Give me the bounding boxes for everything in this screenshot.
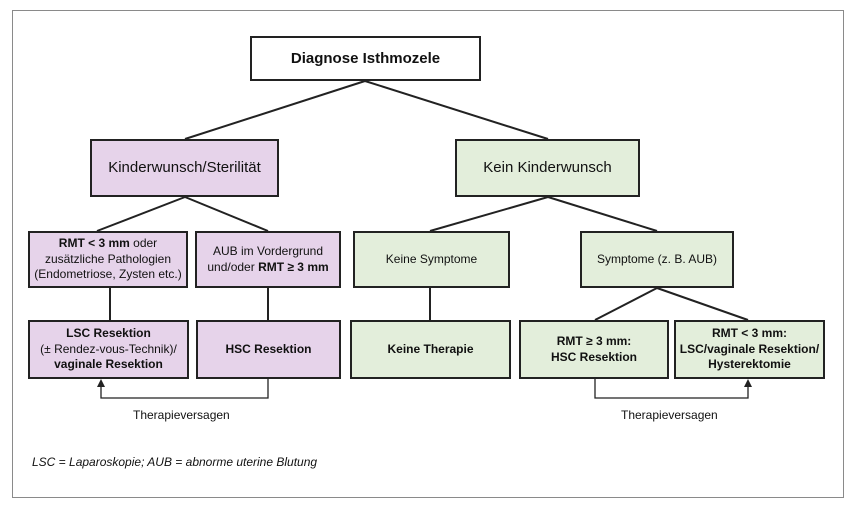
edge-right-cond2-treat2 — [594, 287, 658, 321]
left-cond1-rest3: (Endometriose, Zysten etc.) — [34, 267, 182, 282]
failure-bracket-left — [100, 379, 269, 399]
left-treat1-line1: LSC Resektion — [66, 326, 151, 341]
edge-left-cond1 — [96, 196, 186, 232]
legend-text: LSC = Laparoskopie; AUB = abnorme uterin… — [32, 455, 318, 469]
right-treat3-line2: LSC/vaginale Resektion/ — [679, 341, 820, 356]
right-treat3-line1: RMT < 3 mm: — [711, 326, 787, 341]
root-label: Diagnose Isthmozele — [290, 49, 441, 67]
left-cond2-line2-pre: und/oder — [207, 259, 259, 274]
arrowhead-left — [97, 379, 105, 387]
right-treat2-line2: HSC Resektion — [550, 349, 638, 364]
figure-frame — [12, 10, 844, 498]
left-condition-1: RMT < 3 mm oder zusätzliche Pathologien … — [28, 231, 188, 288]
right-branch-node: Kein Kinderwunsch — [455, 139, 640, 197]
failure-bracket-right — [594, 379, 749, 399]
left-cond2-line2-bold: RMT ≥ 3 mm — [258, 259, 329, 274]
failure-label-left: Therapieversagen — [133, 408, 230, 422]
edge-right-cond2 — [547, 196, 658, 232]
right-branch-label: Kein Kinderwunsch — [483, 159, 612, 177]
edge-root-left — [184, 80, 366, 140]
right-treatment-1: Keine Therapie — [350, 320, 511, 379]
left-treatment-2: HSC Resektion — [196, 320, 341, 379]
edge-root-right — [364, 80, 549, 140]
left-treat1-line3: vaginale Resektion — [54, 357, 163, 372]
left-cond1-rest1: oder — [129, 236, 158, 251]
left-cond1-rest2: zusätzliche Pathologien — [44, 251, 172, 266]
left-treat1-line2: (± Rendez-vous-Technik)/ — [40, 341, 177, 356]
edge-left-cond2 — [184, 196, 269, 232]
right-treatment-2: RMT ≥ 3 mm: HSC Resektion — [519, 320, 669, 379]
right-cond2-label: Symptome (z. B. AUB) — [596, 251, 718, 266]
root-node: Diagnose Isthmozele — [250, 36, 481, 81]
right-treatment-3: RMT < 3 mm: LSC/vaginale Resektion/ Hyst… — [674, 320, 825, 379]
left-branch-node: Kinderwunsch/Sterilität — [90, 139, 279, 197]
edge-right-cond1 — [429, 196, 549, 232]
right-treat3-line3: Hysterektomie — [708, 357, 791, 372]
failure-label-right: Therapieversagen — [621, 408, 718, 422]
left-treat2-label: HSC Resektion — [225, 341, 312, 356]
left-treatment-1: LSC Resektion (± Rendez-vous-Technik)/ v… — [28, 320, 189, 379]
arrowhead-right — [744, 379, 752, 387]
left-cond1-bold: RMT < 3 mm — [58, 236, 130, 251]
left-condition-2: AUB im Vordergrund und/oder RMT ≥ 3 mm — [195, 231, 341, 288]
right-condition-1: Keine Symptome — [353, 231, 510, 288]
right-cond1-label: Keine Symptome — [385, 251, 478, 266]
right-condition-2: Symptome (z. B. AUB) — [580, 231, 734, 288]
left-branch-label: Kinderwunsch/Sterilität — [108, 159, 261, 177]
left-cond2-line1: AUB im Vordergrund — [212, 244, 324, 259]
edge-right-cond2-treat3 — [656, 287, 749, 321]
right-treat1-label: Keine Therapie — [387, 341, 474, 356]
right-treat2-line1: RMT ≥ 3 mm: — [556, 334, 632, 349]
